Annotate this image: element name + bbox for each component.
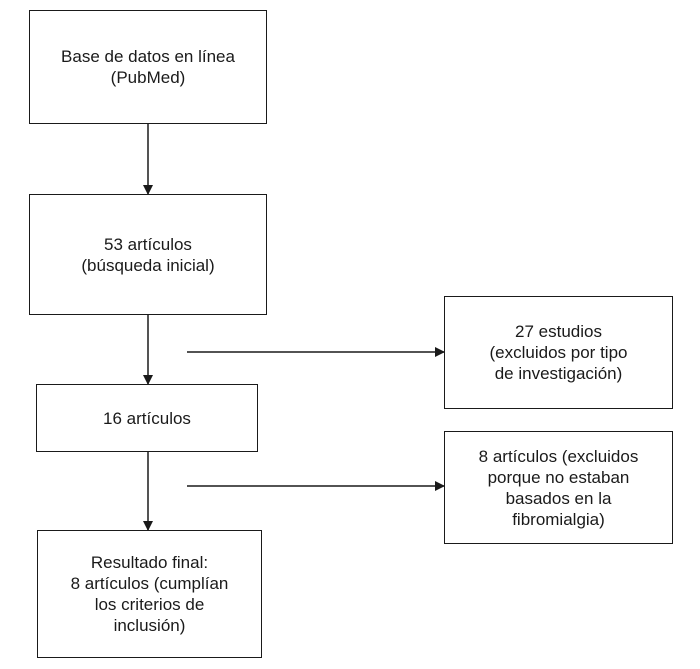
excluded1-line-1: 27 estudios <box>515 322 602 341</box>
source-box: Base de datos en línea (PubMed) <box>29 10 267 124</box>
source-label: Base de datos en línea (PubMed) <box>61 46 235 88</box>
source-line-2: (PubMed) <box>110 68 186 87</box>
source-line-1: Base de datos en línea <box>61 47 235 66</box>
excluded1-label: 27 estudios (excluidos por tipo de inves… <box>490 321 628 384</box>
final-line-4: inclusión) <box>113 616 186 635</box>
excluded2-line-3: basados en la <box>505 488 612 508</box>
excluded2-line-4: fibromialgia) <box>512 509 605 529</box>
excluded1-box: 27 estudios (excluidos por tipo de inves… <box>444 296 673 409</box>
initial-search-box: 53 artículos (búsqueda inicial) <box>29 194 267 315</box>
final-line-1: Resultado final: <box>90 553 209 572</box>
final-result-box: Resultado final: 8 artículos (cumplían l… <box>37 530 262 658</box>
step2-box: 16 artículos <box>36 384 258 452</box>
final-result-label: Resultado final: 8 artículos (cumplían l… <box>71 552 229 636</box>
final-line-3: los criterios de <box>94 595 205 614</box>
excluded2-label: 8 artículos (excluidos porque no estaban… <box>479 446 639 530</box>
initial-line-1: 53 artículos <box>104 234 192 254</box>
step2-label: 16 artículos <box>103 408 191 429</box>
excluded2-line-1: 8 artículos (excluidos <box>478 446 639 466</box>
final-line-2: 8 artículos (cumplían <box>70 574 229 593</box>
initial-search-label: 53 artículos (búsqueda inicial) <box>81 234 214 276</box>
step2-line-1: 16 artículos <box>103 408 191 428</box>
initial-line-2: (búsqueda inicial) <box>81 255 215 275</box>
excluded1-line-3: de investigación) <box>494 364 623 383</box>
excluded2-box: 8 artículos (excluidos porque no estaban… <box>444 431 673 544</box>
excluded1-line-2: (excluidos por tipo <box>489 343 628 362</box>
excluded2-line-2: porque no estaban <box>487 467 630 487</box>
